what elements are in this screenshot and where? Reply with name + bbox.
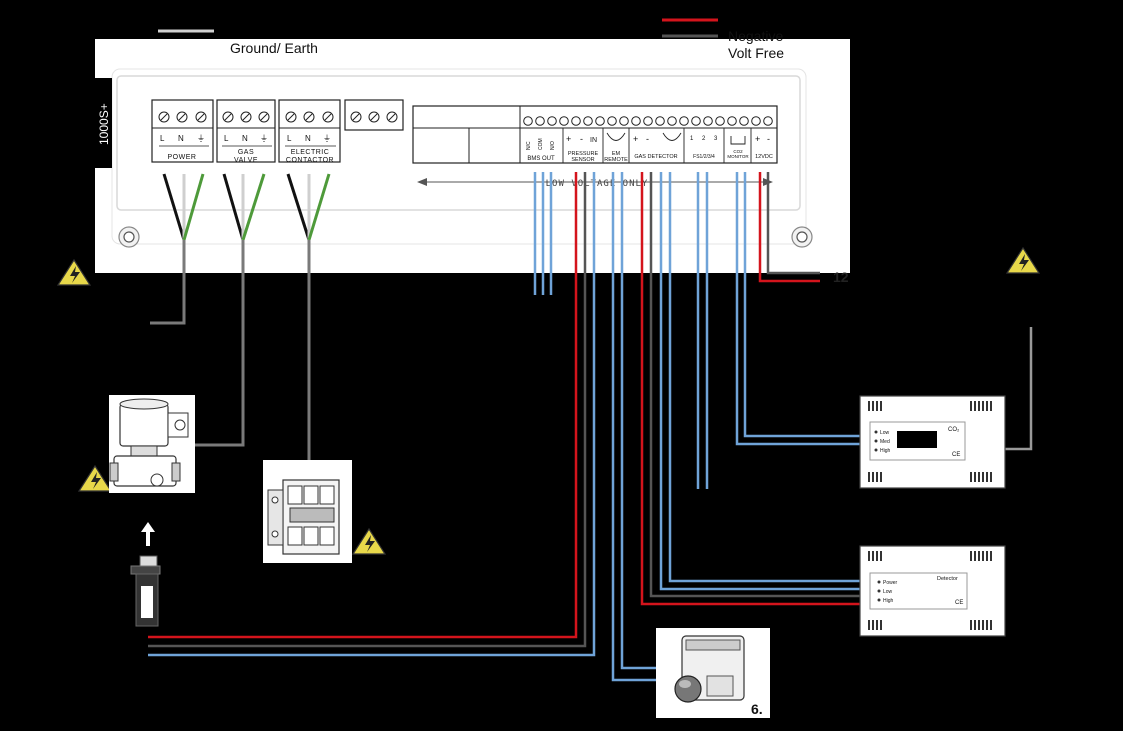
svg-text:12VDC: 12VDC bbox=[755, 154, 773, 160]
co2-title: CO₂ bbox=[948, 427, 960, 433]
svg-text:+: + bbox=[755, 134, 760, 144]
bms-out-wires bbox=[533, 172, 553, 295]
svg-text:2: 2 bbox=[702, 136, 706, 142]
legend-label-negative: Negative bbox=[728, 28, 783, 44]
legend-label-earth: Ground/ Earth bbox=[230, 40, 318, 56]
gas-valve-cable bbox=[190, 173, 266, 447]
co2-monitor-feed-cable bbox=[1005, 327, 1033, 451]
svg-text:N: N bbox=[305, 134, 311, 143]
svg-text:-: - bbox=[767, 134, 770, 144]
svg-text:VALVE: VALVE bbox=[234, 157, 258, 164]
pressure-sensor bbox=[130, 522, 161, 627]
hazard-icon bbox=[56, 258, 92, 286]
co2-monitor-wires bbox=[735, 172, 860, 446]
svg-text:COM: COM bbox=[538, 138, 544, 150]
terminal-block-gas-valve: L N ⏚ GAS VALVE bbox=[216, 99, 276, 164]
svg-text:-: - bbox=[646, 134, 649, 144]
terminal-block-contactor: L N ⏚ ELECTRIC CONTACTOR bbox=[278, 99, 341, 164]
legend-label-voltfree: Volt Free bbox=[728, 45, 784, 61]
svg-text:High: High bbox=[883, 598, 894, 604]
co2-display bbox=[897, 431, 937, 448]
svg-text:3: 3 bbox=[714, 136, 718, 142]
gas-solenoid-valve bbox=[109, 395, 195, 493]
gas-detector-wires bbox=[640, 172, 860, 606]
svg-text:L: L bbox=[160, 134, 165, 143]
low-voltage-label: LOW VOLTAGE ONLY bbox=[546, 179, 649, 189]
bms-out-label: BMS OUT bbox=[527, 156, 555, 162]
svg-text:REMOTE: REMOTE bbox=[604, 157, 628, 163]
svg-text:IN: IN bbox=[590, 137, 597, 144]
svg-text:GAS: GAS bbox=[238, 149, 254, 156]
fs-wires bbox=[696, 172, 709, 489]
svg-text:+: + bbox=[633, 134, 638, 144]
emergency-stop-button: 6. bbox=[656, 628, 770, 718]
power-cable bbox=[150, 173, 205, 325]
svg-text:CO2: CO2 bbox=[733, 149, 743, 154]
svg-text:PRESSURE: PRESSURE bbox=[568, 151, 599, 157]
svg-text:GAS DETECTOR: GAS DETECTOR bbox=[634, 154, 677, 160]
svg-text:CONTACTOR: CONTACTOR bbox=[286, 157, 334, 164]
svg-text:Power: Power bbox=[883, 580, 898, 586]
svg-text:N: N bbox=[178, 134, 184, 143]
electric-contactor bbox=[263, 460, 352, 563]
svg-text:-: - bbox=[580, 134, 583, 144]
svg-text:L: L bbox=[224, 134, 229, 143]
mounting-hole-right bbox=[791, 226, 813, 248]
panel-model-label: 1000S+ bbox=[97, 103, 111, 145]
supply-label: 12 bbox=[833, 269, 849, 285]
detector-title: Detector bbox=[937, 576, 958, 582]
svg-text:L: L bbox=[287, 134, 292, 143]
power-label: POWER bbox=[168, 154, 197, 161]
em-button-number: 6. bbox=[751, 701, 763, 717]
svg-text:N/O: N/O bbox=[550, 141, 556, 150]
terminal-block-low-voltage: N/C COM N/O BMS OUT + - IN PRESSURE SENS… bbox=[412, 105, 778, 164]
svg-text:High: High bbox=[880, 448, 891, 454]
svg-text:1: 1 bbox=[690, 136, 694, 142]
svg-text:⏚: ⏚ bbox=[323, 134, 331, 143]
hazard-icon bbox=[351, 527, 387, 555]
svg-text:EM: EM bbox=[612, 151, 621, 157]
terminal-block-spare bbox=[344, 99, 404, 131]
contactor-cable bbox=[286, 173, 331, 463]
svg-text:FS1/2/3/4: FS1/2/3/4 bbox=[693, 154, 715, 160]
svg-text:N/C: N/C bbox=[526, 141, 532, 150]
svg-text:CE: CE bbox=[955, 600, 963, 606]
arrow-up-icon bbox=[141, 522, 155, 532]
mounting-hole-left bbox=[118, 226, 140, 248]
low-voltage-screws bbox=[523, 116, 773, 126]
svg-text:CE: CE bbox=[952, 452, 960, 458]
supply-12vdc-wires bbox=[758, 172, 820, 283]
co2-monitor: CO₂ Low Med High CE bbox=[859, 395, 1006, 489]
svg-text:ELECTRIC: ELECTRIC bbox=[291, 149, 330, 156]
hazard-icon bbox=[1005, 246, 1041, 274]
svg-text:+: + bbox=[566, 134, 571, 144]
gas-detector: Detector Power Low High CE bbox=[859, 545, 1006, 637]
hazard-icon bbox=[77, 464, 113, 492]
svg-text:SENSOR: SENSOR bbox=[571, 157, 594, 163]
svg-text:Med: Med bbox=[880, 439, 890, 445]
svg-text:N: N bbox=[242, 134, 248, 143]
svg-text:⏚: ⏚ bbox=[197, 134, 205, 143]
svg-text:Low: Low bbox=[883, 589, 893, 595]
pressure-sensor-wires bbox=[148, 172, 596, 657]
terminal-block-power: L N ⏚ POWER bbox=[151, 99, 214, 163]
svg-text:MONITOR: MONITOR bbox=[727, 154, 749, 159]
svg-text:Low: Low bbox=[880, 430, 890, 436]
em-remote-wires bbox=[611, 172, 665, 682]
panel-inner-frame bbox=[116, 75, 801, 211]
svg-text:⏚: ⏚ bbox=[260, 134, 268, 143]
